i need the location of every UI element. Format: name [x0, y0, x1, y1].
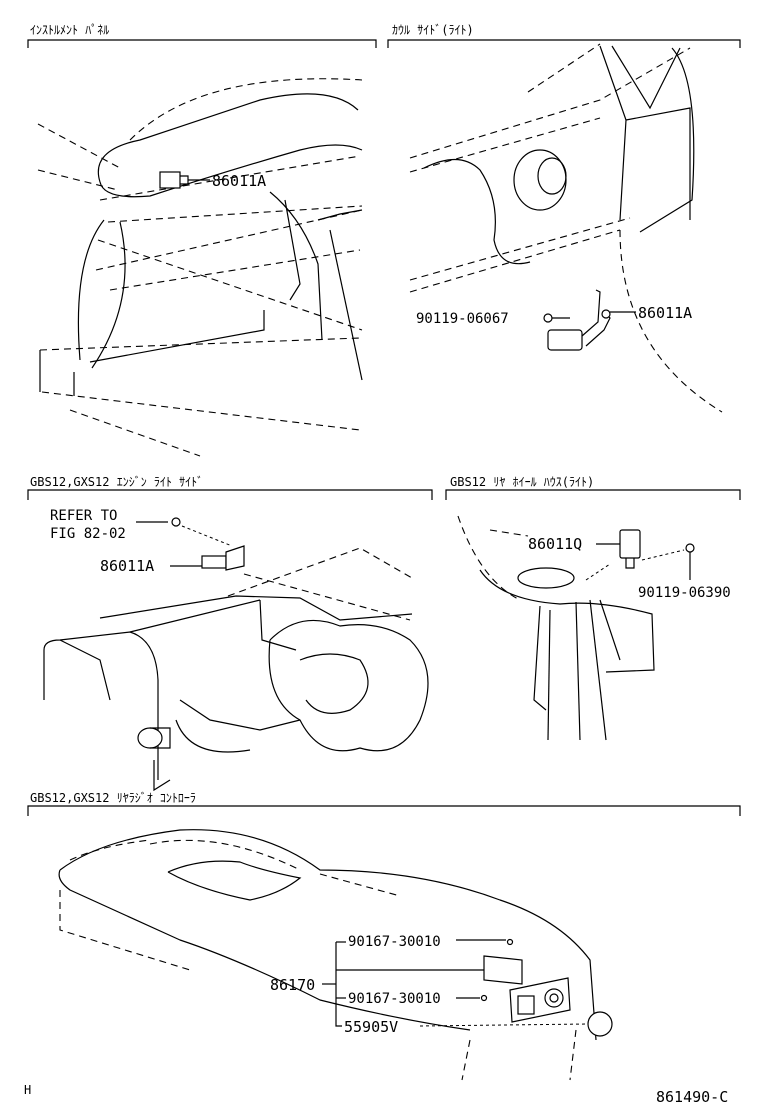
part-label-radio-screw-bottom: 90167-30010 [348, 991, 441, 1007]
part-label-ip-sensor: 86011A [212, 172, 266, 190]
part-label-engine-sensor: 86011A [100, 557, 154, 575]
figure-number: 861490-C [656, 1088, 728, 1106]
cowl-bolt-part [543, 313, 553, 323]
section-instrument-panel: ｲﾝｽﾄﾙﾒﾝﾄ ﾊﾟﾈﾙ 86011A [27, 23, 377, 457]
rwh-sensor-part [619, 529, 641, 559]
ip-sensor-part [159, 171, 181, 189]
engine-sensor-part [201, 555, 227, 569]
part-label-rwh-sensor: 86011Q [528, 535, 582, 553]
radio-screw-top-part [506, 938, 514, 946]
section-engine-light: GBS12,GXS12 ｴﾝｼﾞﾝ ﾗｲﾄ ｻｲﾄﾞ REFER TO FIG … [27, 475, 433, 792]
section-bracket [445, 489, 741, 500]
section-bracket [27, 39, 377, 48]
rwh-bolt-part [685, 543, 695, 553]
part-label-rwh-bolt: 90119-06390 [638, 585, 731, 601]
engine-bolt-part [171, 517, 181, 527]
section-bracket [27, 489, 433, 500]
section-bracket [387, 39, 741, 48]
radio-knob-part [587, 1011, 613, 1037]
part-label-cowl-bolt: 90119-06067 [416, 311, 509, 327]
section-title-instrument-panel: ｲﾝｽﾄﾙﾒﾝﾄ ﾊﾟﾈﾙ [30, 23, 109, 37]
radio-group-bracket [335, 942, 342, 1027]
part-label-radio-knob: 55905V [344, 1018, 398, 1036]
footer-left-mark: H [24, 1083, 31, 1097]
part-label-cowl-sensor: 86011A [638, 304, 692, 322]
section-title-rear-wheel-house: GBS12 ﾘﾔ ﾎｲｰﾙ ﾊｳｽ(ﾗｲﾄ) [450, 475, 594, 489]
cowl-sensor-part [547, 329, 583, 351]
section-rear-wheel-house: GBS12 ﾘﾔ ﾎｲｰﾙ ﾊｳｽ(ﾗｲﾄ) 86011Q 90119-0639… [445, 475, 741, 741]
radio-bracket-part [483, 955, 523, 985]
part-label-radio-assy: 86170 [270, 976, 315, 994]
section-title-engine-light: GBS12,GXS12 ｴﾝｼﾞﾝ ﾗｲﾄ ｻｲﾄﾞ [30, 475, 203, 489]
refer-text-line1: REFER TO [50, 508, 117, 524]
section-title-cowl-side: ｶｳﾙ ｻｲﾄﾞ(ﾗｲﾄ) [392, 23, 474, 37]
radio-screw-bottom-part [480, 994, 488, 1002]
refer-text-line2: FIG 82-02 [50, 526, 126, 542]
section-bracket [27, 805, 741, 816]
section-rear-radio-controller: GBS12,GXS12 ﾘﾔﾗｼﾞｵ ｺﾝﾄﾛｰﾗ 90167-30010 [27, 791, 741, 1081]
section-title-rear-radio-controller: GBS12,GXS12 ﾘﾔﾗｼﾞｵ ｺﾝﾄﾛｰﾗ [30, 791, 196, 805]
part-label-radio-screw-top: 90167-30010 [348, 934, 441, 950]
section-cowl-side: ｶｳﾙ ｻｲﾄﾞ(ﾗｲﾄ) 86011A 90119-06067 [387, 23, 741, 413]
